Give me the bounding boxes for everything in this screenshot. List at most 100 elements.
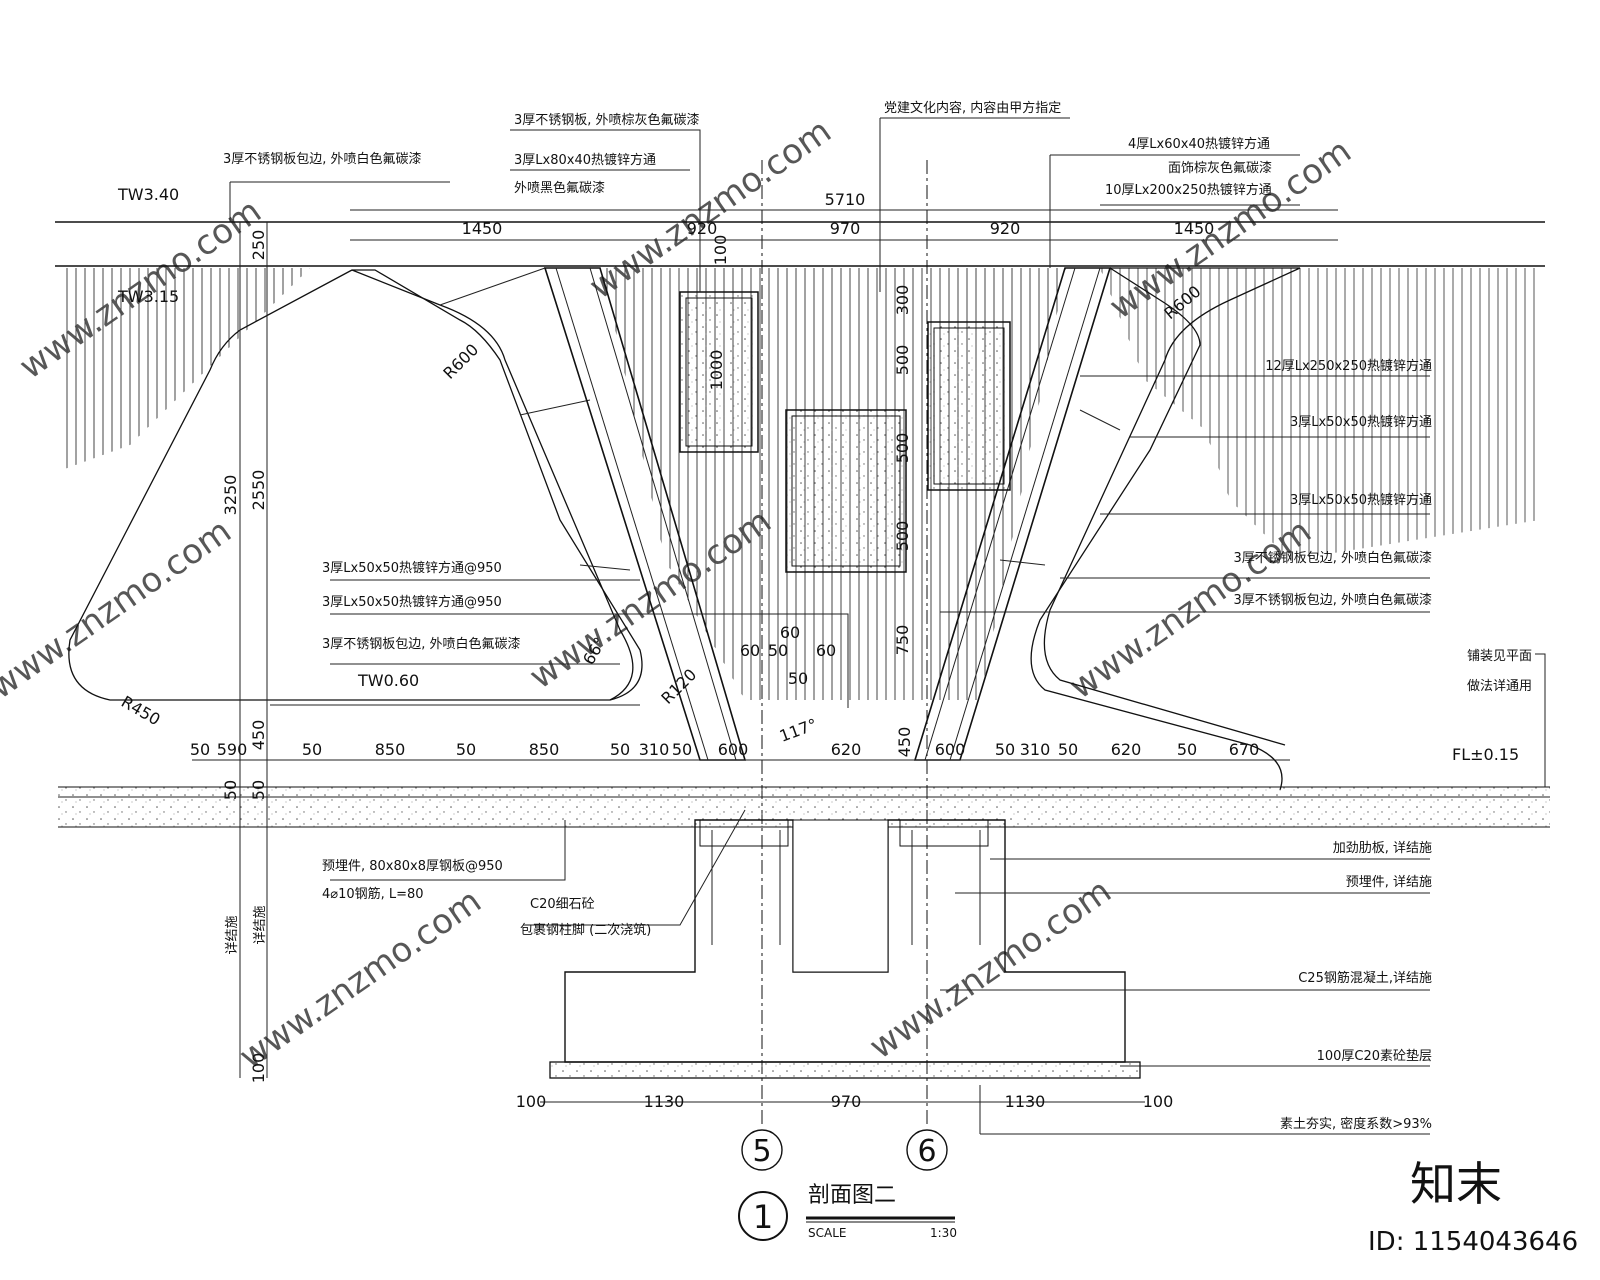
watermark-diag: www.znzmo.com (232, 881, 488, 1077)
note-top: 面饰棕灰色氟碳漆 (1168, 160, 1272, 176)
dim-vertical: 3250 (221, 475, 240, 516)
note-top: 3厚不锈钢板包边, 外喷白色氟碳漆 (223, 151, 422, 167)
foundation (549, 819, 1141, 1079)
display-boards (679, 291, 1011, 573)
dim-bench: 590 (217, 740, 248, 759)
dim-panel: 750 (893, 625, 912, 656)
dim-panel-small: 60 (780, 623, 800, 642)
axis-label-5: 5 (752, 1134, 771, 1169)
axis-bubble-5 (741, 1129, 783, 1171)
elevation-seat: TW0.60 (357, 671, 419, 690)
dim-top-segment: 970 (830, 219, 861, 238)
dim-top-segment: 1450 (462, 219, 503, 238)
watermark-diag: www.znzmo.com (862, 871, 1118, 1067)
note-top: 党建文化内容, 内容由甲方指定 (884, 100, 1061, 116)
watermark-id: ID: 1154043646 (1368, 1227, 1578, 1257)
note-right: 3厚不锈钢板包边, 外喷白色氟碳漆 (1233, 550, 1432, 566)
dim-top-segment: 920 (687, 219, 718, 238)
dim-panel: 500 (893, 433, 912, 464)
note-right: 加劲肋板, 详结施 (1333, 841, 1432, 856)
watermark: 知末 ID: 1154043646 (1368, 1157, 1578, 1257)
note-right: 100厚C20素砼垫层 (1317, 1048, 1432, 1064)
dim-bench: 50 (995, 740, 1015, 759)
dim-foundation: 100 (516, 1092, 547, 1111)
dim-foundation: 1130 (1005, 1092, 1046, 1111)
dim-vertical: 250 (249, 230, 268, 261)
vertical-note: 详结施 (225, 915, 240, 954)
dim-total: 5710 (825, 190, 866, 209)
note-left: 4⌀10钢筋, L=80 (322, 886, 424, 902)
watermark-logo: 知末 (1410, 1157, 1502, 1211)
note-top: 3厚Lx80x40热镀锌方通 (514, 152, 656, 168)
note-right: 3厚Lx50x50热镀锌方通 (1290, 492, 1432, 508)
note-left: 包裹钢柱脚 (二次浇筑) (520, 922, 651, 938)
dim-vertical: 50 (249, 780, 268, 800)
dim-bench: 310 (639, 740, 670, 759)
note-top: 4厚Lx60x40热镀锌方通 (1128, 136, 1270, 152)
watermark-diag: www.znzmo.com (0, 511, 239, 707)
dim-top-segment: 1450 (1174, 219, 1215, 238)
dim-panel: 100 (711, 235, 730, 266)
elevation-top: TW3.40 (117, 185, 179, 204)
diagonal-watermarks: www.znzmo.com www.znzmo.com www.znzmo.co… (0, 111, 1359, 1077)
dim-panel: 1000 (707, 350, 726, 391)
note-left: 3厚Lx50x50热镀锌方通@950 (322, 560, 502, 576)
dim-vertical: 100 (249, 1053, 268, 1084)
title-block: 1 剖面图二 SCALE 1:30 (738, 1183, 957, 1241)
axis-label-6: 6 (917, 1134, 936, 1169)
dim-bench: 850 (529, 740, 560, 759)
dim-panel: 500 (893, 521, 912, 552)
note-right: 3厚不锈钢板包边, 外喷白色氟碳漆 (1233, 592, 1432, 608)
dim-panel-small: 50 (788, 669, 808, 688)
dim-panel-small: 60 (816, 641, 836, 660)
dim-panel-small: 50 (768, 641, 788, 660)
dim-panel: 300 (893, 285, 912, 316)
leader-lines (229, 117, 1546, 1135)
axis-lines (761, 160, 928, 1125)
dim-foundation: 1130 (644, 1092, 685, 1111)
note-right: 3厚Lx50x50热镀锌方通 (1290, 414, 1432, 430)
elevation-under-beam: TW3.15 (117, 287, 179, 306)
note-right: 12厚Lx250x250热镀锌方通 (1265, 358, 1432, 374)
radius-label: R600 (439, 340, 482, 383)
dimension-lines (192, 209, 1338, 1103)
display-board-3 (927, 321, 1011, 491)
dim-center: 620 (831, 740, 862, 759)
dim-bench: 620 (1111, 740, 1142, 759)
axis-bubbles: 5 6 (741, 1129, 948, 1171)
note-right: 预埋件, 详结施 (1346, 875, 1432, 890)
dim-bench: 50 (456, 740, 476, 759)
display-board-1 (679, 291, 759, 453)
vertical-note: 详结施 (253, 905, 268, 944)
dim-bench: 50 (1177, 740, 1197, 759)
elevation-floor: FL±0.15 (1452, 745, 1519, 764)
note-left: 预埋件, 80x80x8厚钢板@950 (322, 859, 503, 874)
right-bench-frame (999, 267, 1301, 791)
note-top: 10厚Lx200x250热镀锌方通 (1105, 182, 1272, 198)
drawing-title: 剖面图二 (808, 1183, 896, 1208)
display-board-2 (785, 409, 907, 573)
dim-top-segment: 920 (990, 219, 1021, 238)
dim-panel-small: 60 (740, 641, 760, 660)
dim-panel: 500 (893, 345, 912, 376)
note-left: C20细石砼 (530, 897, 595, 912)
dim-bench: 310 (1020, 740, 1051, 759)
note-top: 外喷黑色氟碳漆 (514, 180, 605, 196)
top-beam (55, 221, 1545, 267)
dim-bench: 50 (1058, 740, 1078, 759)
note-left: 3厚Lx50x50热镀锌方通@950 (322, 594, 502, 610)
dim-bench: 50 (672, 740, 692, 759)
note-right: 铺装见平面 (1467, 649, 1532, 664)
note-right: 素土夯实, 密度系数>93% (1280, 1116, 1432, 1132)
note-right: C25钢筋混凝土,详结施 (1298, 970, 1432, 986)
scale-value: 1:30 (930, 1226, 957, 1240)
dim-vertical: 50 (221, 780, 240, 800)
dim-bench: 670 (1229, 740, 1260, 759)
left-bench-frame (68, 267, 643, 706)
dim-vertical: 450 (249, 720, 268, 751)
dim-foundation: 100 (1143, 1092, 1174, 1111)
scale-label: SCALE (808, 1226, 846, 1240)
angle-label: 117° (777, 715, 820, 746)
